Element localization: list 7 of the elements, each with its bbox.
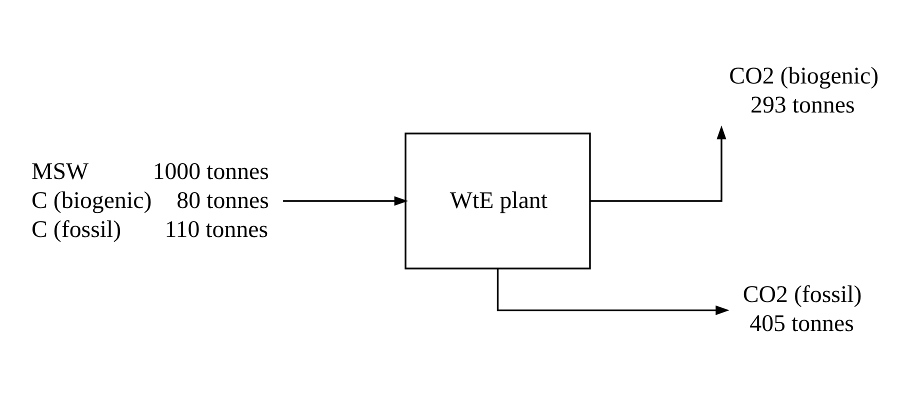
node-box: WtE plant [404,132,591,269]
node-text: MSW 1000 tonnes C (biogenic) 80 tonnes C (fossil) 110 tonnes [32,158,269,243]
arrow [283,196,408,206]
node-text: CO2 (fossil) 405 tonnes [742,282,862,337]
arrow [496,268,730,315]
arrow [590,125,726,202]
node-text: CO2 (biogenic) 293 tonnes [729,63,879,118]
